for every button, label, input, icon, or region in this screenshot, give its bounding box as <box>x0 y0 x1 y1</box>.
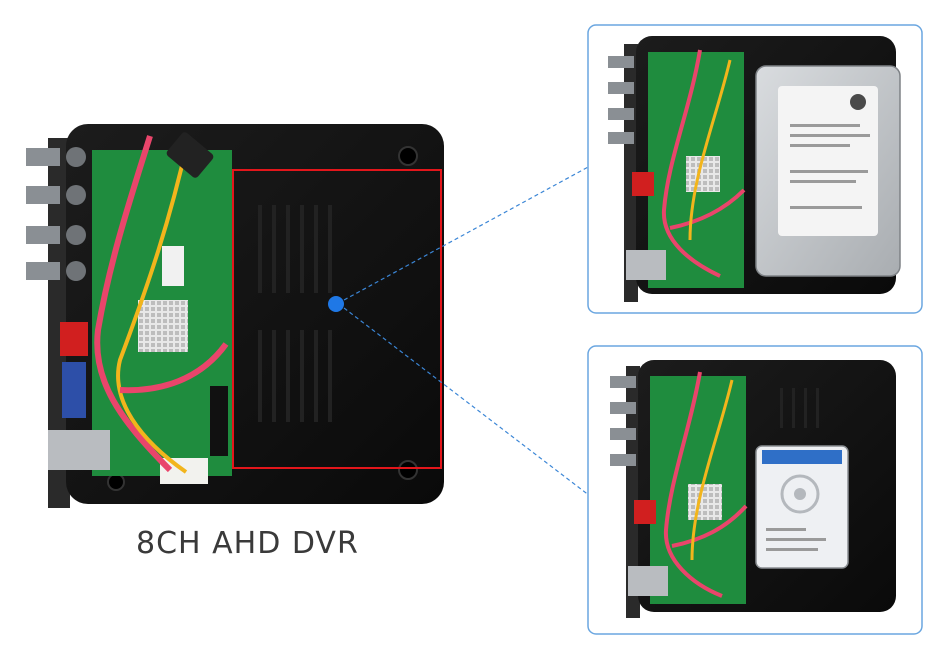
bnc-connector-group <box>26 147 86 281</box>
power-cable <box>116 139 190 474</box>
bnc-connector <box>26 147 86 167</box>
red-rca-jack <box>634 500 656 524</box>
vent-grille <box>258 205 332 422</box>
screw-post-icon <box>398 146 418 166</box>
hdd-bay-highlight <box>232 169 442 469</box>
sata-cable <box>663 371 723 598</box>
sata-cable <box>94 135 173 473</box>
heatsink <box>138 300 188 352</box>
panel-3-5-inch-hdd <box>587 24 923 314</box>
sata-cable <box>669 188 746 230</box>
bnc-connector-group <box>608 56 634 144</box>
label-text-lines <box>790 124 870 209</box>
chip-label <box>162 246 184 286</box>
hdd-brand-strip <box>762 450 842 464</box>
hdd-label <box>778 86 878 236</box>
rj45-port <box>48 430 110 470</box>
rj45-port <box>626 250 666 280</box>
sata-cable <box>661 49 721 278</box>
red-rca-jack <box>60 322 88 356</box>
screw-post-icon <box>398 460 418 480</box>
spindle-icon <box>794 488 806 500</box>
sata-cable <box>671 504 748 548</box>
connector-line-top <box>343 165 591 301</box>
connector-line-bottom <box>343 307 591 497</box>
panel-2-5-inch-hdd <box>587 345 923 635</box>
vent-grille <box>780 388 819 428</box>
platter-icon <box>780 474 820 514</box>
bnc-connector <box>26 185 86 205</box>
brand-logo-icon <box>850 94 866 110</box>
vga-port <box>62 362 86 418</box>
bnc-connector <box>26 225 86 245</box>
bnc-connector-group <box>610 376 636 466</box>
sata-cable <box>119 342 229 394</box>
hard-drive-2-5 <box>755 445 849 569</box>
dvr-main-unit <box>26 124 444 508</box>
red-rca-jack <box>632 172 654 196</box>
power-cable <box>690 379 734 561</box>
sata-plug <box>166 132 214 178</box>
accent-dot <box>328 296 344 312</box>
screw-post-icon <box>107 473 125 491</box>
bnc-connector <box>26 261 86 281</box>
rj45-port <box>628 566 668 596</box>
product-caption: 8CH AHD DVR <box>136 526 359 561</box>
label-text-lines <box>766 528 826 551</box>
power-cable <box>688 59 732 241</box>
pin-header <box>210 386 228 456</box>
heatsink <box>688 484 722 520</box>
